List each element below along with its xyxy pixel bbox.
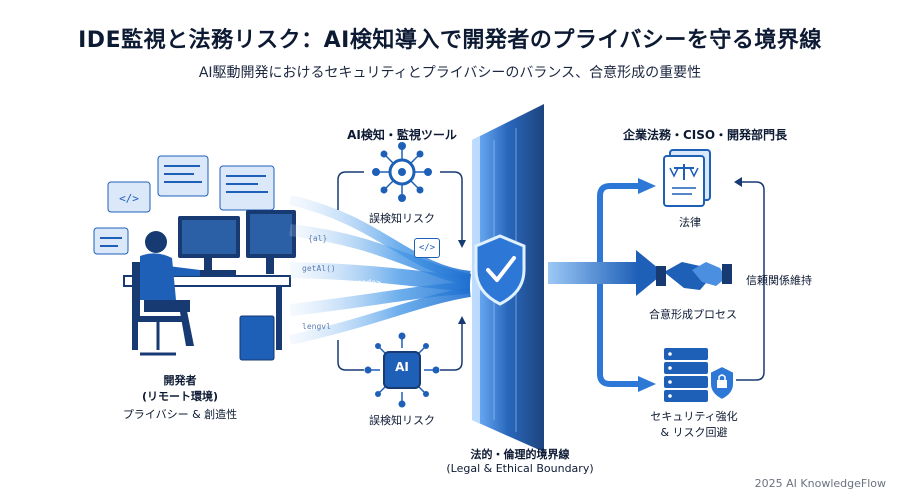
branch-arrowhead-bottom: [638, 376, 656, 392]
shield-check-icon: [474, 234, 526, 306]
law-document-icon: [663, 149, 711, 207]
security-sub-label: & リスク回避: [660, 426, 728, 439]
ai-network-gear-icon: [372, 142, 432, 202]
page-subtitle: AI駆動開発におけるセキュリティとプライバシーのバランス、合意形成の重要性: [198, 65, 702, 81]
developer-person-icon: [132, 231, 200, 356]
monitors: [178, 210, 296, 274]
code-snippet-text: {al}: [308, 234, 328, 243]
developer-env-label: (リモート環境): [141, 390, 219, 403]
code-snippet-text: <code>: [352, 278, 381, 287]
boundary-label: 法的・倫理的境界線: [470, 448, 570, 461]
developer-scene: </>: [93, 155, 296, 361]
ai-chip-label: AI: [395, 360, 409, 374]
branch-arrowhead-top: [638, 178, 656, 194]
trust-loop-arrows: [736, 181, 765, 381]
svg-text:</>: </>: [119, 192, 139, 205]
boundary-english-label: (Legal & Ethical Boundary): [446, 462, 594, 475]
stakeholders-heading: 企業法務・CISO・開発部門長: [622, 128, 788, 142]
trust-label: 信頼関係維持: [746, 274, 812, 287]
ai-tool-connectors: [337, 171, 466, 371]
ai-chip-icon: [364, 332, 440, 408]
ai-bottom-risk-label: 誤検知リスク: [369, 414, 435, 427]
page-title: IDE監視と法務リスク：AI検知導入で開発者のプライバシーを守る境界線: [78, 28, 822, 53]
ai-tools-heading: AI検知・監視ツール: [347, 128, 457, 142]
server-lock-icon: [664, 348, 735, 402]
trust-arrowhead: [734, 177, 742, 187]
pc-tower-icon: [239, 315, 275, 361]
security-label: セキュリティ強化: [650, 410, 738, 423]
developer-label: 開発者: [163, 374, 197, 387]
law-label: 法律: [679, 216, 701, 229]
footer-credit: 2025 AI KnowledgeFlow: [754, 477, 886, 490]
data-stream: [288, 195, 472, 345]
code-snippet-text: lengvl: [302, 322, 331, 331]
code-snippet-text: getAl(): [302, 264, 336, 273]
output-arrow: [548, 250, 664, 296]
developer-value-label: プライバシー & 創造性: [122, 408, 238, 421]
handshake-icon: [656, 262, 732, 290]
floating-code-panels: </>: [93, 155, 275, 255]
ai-top-risk-label: 誤検知リスク: [369, 212, 435, 225]
code-snippet-tag: </>: [414, 238, 440, 258]
consensus-label: 合意形成プロセス: [649, 308, 737, 321]
branch-arrows: [597, 183, 640, 387]
